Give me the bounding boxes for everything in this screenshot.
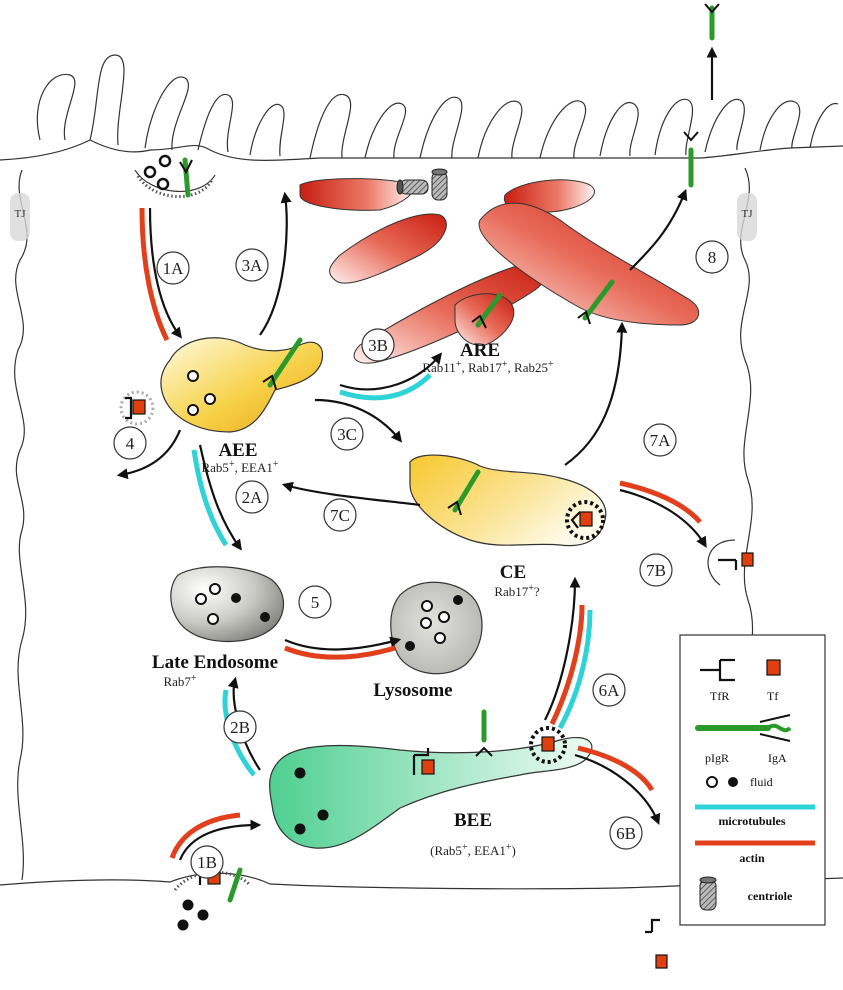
- step-label: 7B: [646, 561, 666, 580]
- step-4: 4: [114, 427, 146, 459]
- step-label: 7A: [650, 431, 672, 450]
- step-6b: 6B: [610, 817, 642, 849]
- are-compartment: [300, 179, 699, 364]
- lysosome-name: Lysosome: [373, 680, 452, 701]
- step-label: 1A: [163, 259, 185, 278]
- are-name: ARE: [460, 340, 500, 361]
- step-label: 3C: [337, 425, 357, 444]
- tight-junction-right: TJ: [737, 193, 757, 241]
- tj-label-left: TJ: [15, 208, 27, 220]
- late-endosome-markers: Rab7+: [163, 673, 196, 690]
- step-label: 3B: [368, 336, 388, 355]
- legend-pigr: pIgR: [705, 751, 729, 765]
- step-2b: 2B: [224, 711, 256, 743]
- ce-markers: Rab17+?: [494, 583, 540, 600]
- step-label: 6A: [599, 681, 621, 700]
- step-label: 1B: [197, 853, 217, 872]
- step-3a: 3A: [236, 249, 268, 281]
- legend-tf: Tf: [767, 689, 778, 703]
- bee-compartment: [270, 712, 592, 848]
- tfr-tf-released-icon: [645, 920, 667, 968]
- step-label: 5: [311, 593, 320, 612]
- step-label: 4: [126, 434, 135, 453]
- step-7a: 7A: [644, 424, 676, 456]
- step-7c: 7C: [324, 499, 356, 531]
- step-label: 6B: [616, 824, 636, 843]
- step-3c: 3C: [331, 418, 363, 450]
- step-label: 2B: [230, 718, 250, 737]
- step-3b: 3B: [362, 329, 394, 361]
- legend-iga: IgA: [768, 751, 787, 765]
- legend-fluid: fluid: [750, 775, 773, 789]
- step-5: 5: [299, 586, 331, 618]
- legend: TfR Tf pIgR IgA fluid microtubules actin…: [680, 635, 825, 925]
- fluid-filled-icon: [728, 777, 738, 787]
- step-label: 7C: [330, 506, 350, 525]
- lysosome-compartment: [391, 582, 482, 673]
- step-7b: 7B: [640, 554, 672, 586]
- legend-actin: actin: [739, 851, 765, 865]
- pigr-iga-apical-icon: [180, 160, 192, 195]
- centriole-legend-icon: [700, 877, 716, 910]
- lateral-tfr-tf-icon: [708, 540, 753, 585]
- apical-coated-pit: [135, 156, 215, 197]
- ce-compartment: [410, 455, 606, 546]
- late-endosome-compartment: [171, 567, 284, 642]
- are-markers: Rab11+, Rab17+, Rab25+: [422, 359, 554, 376]
- step-6a: 6A: [593, 674, 625, 706]
- step-label: 3A: [242, 256, 264, 275]
- step-1a: 1A: [157, 252, 189, 284]
- pigr-iga-bee-icon: [476, 712, 492, 756]
- tight-junction-left: TJ: [10, 193, 30, 241]
- step-label: 2A: [242, 488, 264, 507]
- late-endosome-name: Late Endosome: [152, 652, 278, 673]
- step-2a: 2A: [236, 481, 268, 513]
- aee-name: AEE: [218, 440, 257, 461]
- microvilli: [37, 55, 838, 158]
- step-label: 8: [708, 248, 717, 267]
- tj-label-right: TJ: [742, 208, 754, 220]
- pathway-arrows: [120, 50, 712, 860]
- step-1b: 1B: [191, 846, 223, 878]
- bee-name: BEE: [454, 810, 492, 831]
- aee-compartment: [121, 338, 323, 432]
- bee-markers: (Rab5+, EEA1+): [430, 842, 516, 859]
- ce-name: CE: [500, 562, 526, 583]
- tf-legend-icon: [767, 660, 780, 675]
- legend-microtubules: microtubules: [718, 814, 785, 828]
- aee-markers: Rab5+, EEA1+: [201, 459, 278, 476]
- fluid-open-icon: [707, 777, 717, 787]
- legend-centriole: centriole: [748, 889, 793, 903]
- step-8: 8: [696, 241, 728, 273]
- legend-tfr: TfR: [710, 689, 729, 703]
